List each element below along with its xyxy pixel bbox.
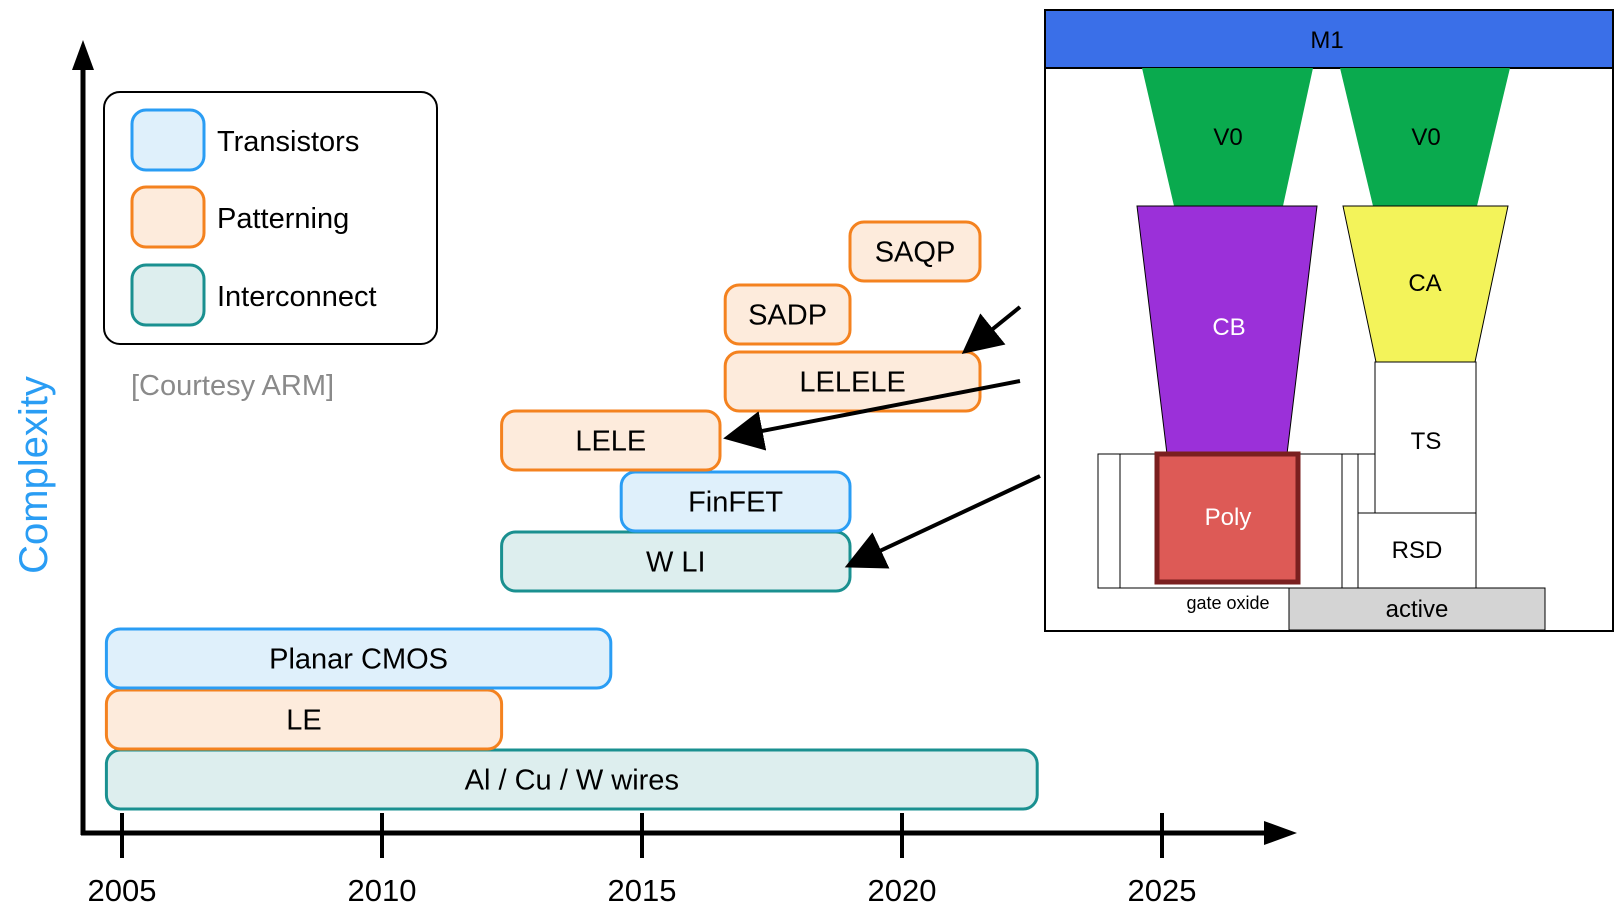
legend-label: Interconnect xyxy=(217,281,377,313)
m1-label: M1 xyxy=(1310,27,1343,54)
rsd-label: RSD xyxy=(1392,537,1443,564)
active-region xyxy=(1288,587,1546,631)
timeline-bar-label: Planar CMOS xyxy=(269,644,448,676)
arrow-to-lelele xyxy=(961,305,1022,355)
pointer-arrows xyxy=(723,305,1041,569)
legend-swatch xyxy=(130,108,206,172)
timeline-bar-rect xyxy=(500,409,722,472)
timeline-bars: Al / Cu / W wires LE Planar CMOS W LI FinFET… xyxy=(104,220,1039,811)
timeline-bar-label: FinFET xyxy=(688,487,783,519)
timeline-bar: SAQP xyxy=(848,220,982,283)
legend-label: Transistors xyxy=(217,126,359,158)
timeline-bar: Al / Cu / W wires xyxy=(104,748,1039,811)
m1-layer xyxy=(1044,9,1614,69)
x-axis-ticks: 2005 2010 2015 2020 2025 xyxy=(88,813,1197,908)
axes: 2005 2010 2015 2020 2025 Complexity xyxy=(12,40,1297,908)
timeline-bar: LELELE xyxy=(723,350,982,413)
timeline-bar-label: LE xyxy=(286,705,321,737)
ts-block xyxy=(1374,361,1477,514)
y-axis-arrowhead xyxy=(72,40,94,70)
timeline-bar: FinFET xyxy=(619,470,852,533)
timeline-bar-rect xyxy=(104,748,1039,811)
x-tick-label: 2005 xyxy=(88,873,157,908)
v0-left-label: V0 xyxy=(1213,124,1242,151)
x-tick-label: 2025 xyxy=(1128,873,1197,908)
legend-swatch xyxy=(130,185,206,249)
arrow-to-wli xyxy=(844,474,1041,569)
arrow-to-lele xyxy=(723,379,1021,451)
y-axis-label: Complexity xyxy=(12,376,56,574)
ts-label: TS xyxy=(1411,428,1442,455)
timeline-bar-rect xyxy=(848,220,982,283)
v0-right-via xyxy=(1340,68,1510,206)
timeline-bar-rect xyxy=(619,470,852,533)
timeline-bar: Planar CMOS xyxy=(104,627,613,690)
ca-label: CA xyxy=(1408,270,1441,297)
timeline-bar-rect xyxy=(104,627,613,690)
x-tick-label: 2020 xyxy=(868,873,937,908)
gate-oxide-label: gate oxide xyxy=(1186,593,1269,613)
inset-cross-section: M1 V0 V0 CB CA TS Poly RSD gate oxide ac… xyxy=(1044,9,1614,632)
timeline-bar-rect xyxy=(723,350,982,413)
rsd-block xyxy=(1357,512,1477,589)
timeline-bar: LELE xyxy=(500,409,722,472)
timeline-bar-label: LELE xyxy=(575,426,646,458)
cb-label: CB xyxy=(1212,314,1245,341)
timeline-bar-label: SADP xyxy=(748,300,827,332)
poly-label: Poly xyxy=(1205,504,1252,531)
legend-swatch xyxy=(130,263,206,327)
timeline-bar-label: Al / Cu / W wires xyxy=(465,765,679,797)
timeline-bar: SADP xyxy=(723,283,852,346)
timeline-bar-rect xyxy=(723,283,852,346)
x-tick-label: 2015 xyxy=(608,873,677,908)
timeline-bar: W LI xyxy=(500,530,852,593)
active-label: active xyxy=(1386,596,1449,623)
x-tick-label: 2010 xyxy=(348,873,417,908)
timeline-bar-label: W LI xyxy=(646,547,706,579)
timeline-bar-label: LELELE xyxy=(799,367,905,399)
timeline-bar-rect xyxy=(104,688,504,751)
v0-left-via xyxy=(1142,68,1313,206)
poly-gate xyxy=(1154,451,1301,585)
x-axis-arrowhead xyxy=(1264,821,1297,845)
v0-right-label: V0 xyxy=(1411,124,1440,151)
timeline-bar: LE xyxy=(104,688,504,751)
legend-label: Patterning xyxy=(217,203,349,235)
courtesy-note: [Courtesy ARM] xyxy=(131,370,334,402)
timeline-bar-label: SAQP xyxy=(875,237,956,269)
